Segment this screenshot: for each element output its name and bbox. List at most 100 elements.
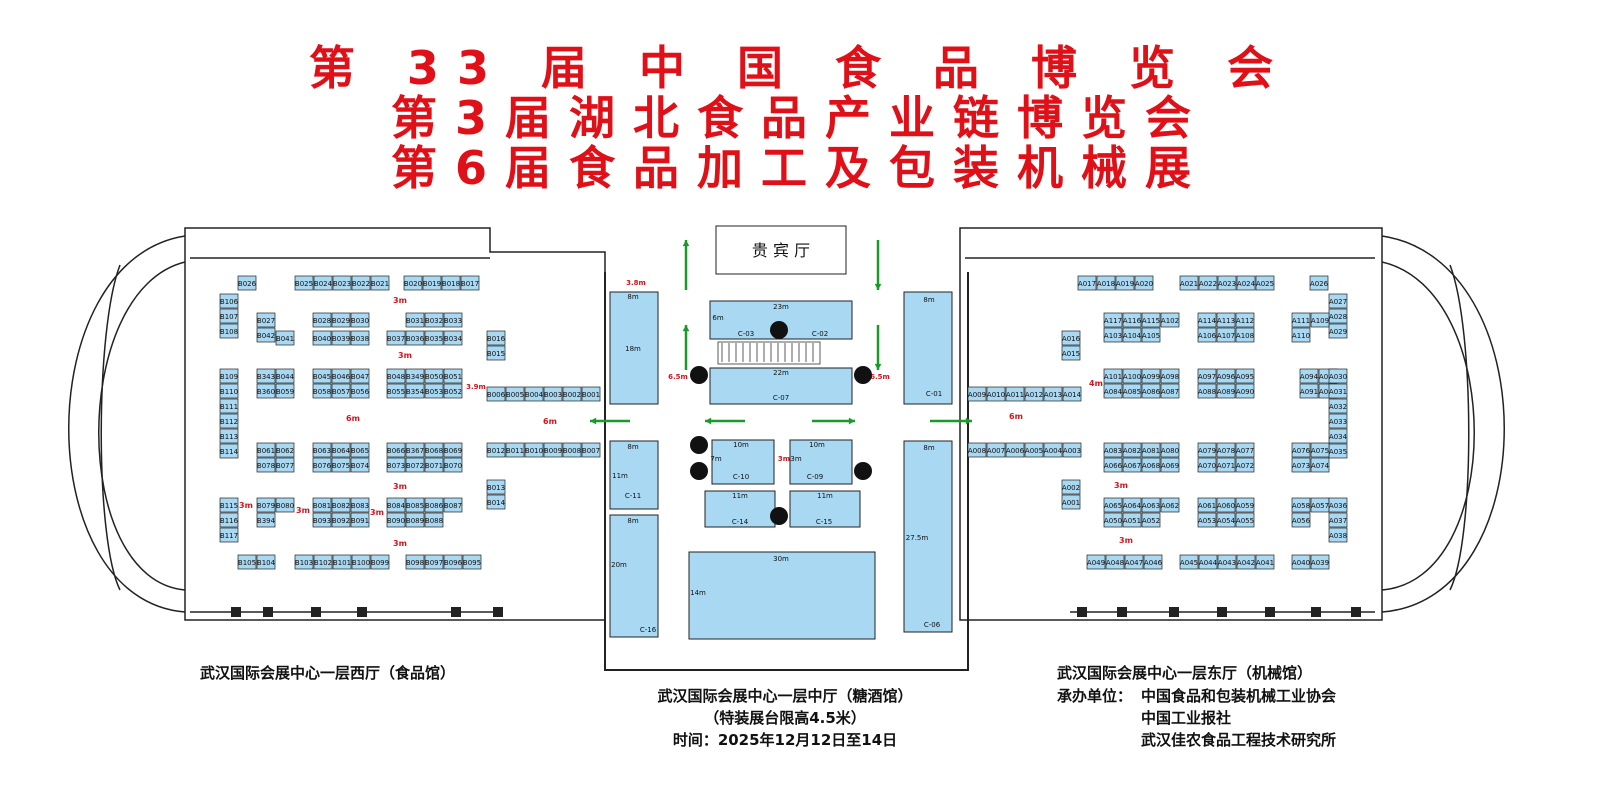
booth-rect — [350, 457, 370, 473]
booth-label: A050 — [1104, 517, 1122, 525]
booth-label: B025 — [295, 280, 313, 288]
booth-B026: B026 — [237, 275, 257, 291]
booth-B349: B349 — [405, 368, 425, 384]
booth-label: B064 — [332, 447, 351, 455]
booth-B089: B089 — [405, 512, 425, 528]
booth-A022: A022 — [1198, 275, 1218, 291]
booth-label: A065 — [1104, 502, 1122, 510]
booth-B016: B016 — [486, 330, 506, 346]
booth-rect — [1134, 275, 1154, 291]
booth-rect — [443, 368, 463, 384]
booth-A099: A099 — [1141, 368, 1161, 384]
flow-arrow — [682, 240, 690, 290]
booth-label: B028 — [313, 317, 331, 325]
special-booth — [709, 300, 853, 340]
booth-rect — [332, 275, 352, 291]
booth-label: B072 — [406, 462, 424, 470]
column — [1169, 607, 1179, 617]
booth-rect — [1310, 457, 1330, 473]
booth-rect — [443, 442, 463, 458]
booth-rect — [370, 275, 390, 291]
booth-label: A023 — [1218, 280, 1236, 288]
booth-label: A095 — [1236, 373, 1254, 381]
booth-label: A112 — [1236, 317, 1254, 325]
booth-label: A012 — [1025, 391, 1043, 399]
booth-rect — [331, 330, 351, 346]
booth-A064: A064 — [1122, 497, 1142, 513]
booth-B031: B031 — [405, 312, 425, 328]
booth-rect — [351, 554, 371, 570]
booth-rect — [562, 386, 582, 402]
booth-label: A007 — [987, 447, 1005, 455]
booth-label: B070 — [444, 462, 462, 470]
booth-rect — [1236, 554, 1256, 570]
booth-label: A037 — [1329, 517, 1347, 525]
booth-A054: A054 — [1216, 512, 1236, 528]
booth-label: B117 — [220, 532, 238, 540]
booth-label: B109 — [220, 373, 238, 381]
booth-label: A080 — [1161, 447, 1179, 455]
flow-arrow — [705, 417, 745, 425]
booth-label: B106 — [220, 298, 239, 306]
booth-label: A086 — [1142, 388, 1161, 396]
dim-label: 3m — [1119, 536, 1133, 545]
booth-label: B073 — [387, 462, 405, 470]
booth-A004: A004 — [1043, 442, 1063, 458]
booth-rect — [219, 368, 239, 384]
booth-rect — [405, 554, 425, 570]
booth-B087: B087 — [443, 497, 463, 513]
booth-A076: A076 — [1291, 442, 1311, 458]
booth-rect — [1291, 554, 1311, 570]
booth-rect — [331, 512, 351, 528]
booth-A116: A116 — [1122, 312, 1142, 328]
booth-A035: A035 — [1328, 443, 1348, 459]
booth-rect — [1291, 442, 1311, 458]
booth-rect — [1043, 442, 1063, 458]
booth-A057: A057 — [1310, 497, 1330, 513]
booth-label: A089 — [1217, 388, 1235, 396]
booth-rect — [1235, 312, 1255, 328]
booth-B012: B012 — [486, 442, 506, 458]
booth-label: A035 — [1329, 448, 1347, 456]
middle-label: C-14 — [732, 518, 749, 526]
booth-label: A092 — [1319, 388, 1337, 396]
booth-label: A102 — [1161, 317, 1179, 325]
booth-label: A016 — [1062, 335, 1081, 343]
booth-label: B394 — [257, 517, 276, 525]
booth-label: A026 — [1310, 280, 1329, 288]
booth-rect — [1103, 327, 1123, 343]
booth-rect — [1216, 312, 1236, 328]
column — [231, 607, 241, 617]
booth-label: B030 — [351, 317, 369, 325]
booth-B014: B014 — [486, 494, 506, 510]
booth-label: A015 — [1062, 350, 1080, 358]
booth-A072: A072 — [1235, 457, 1255, 473]
booth-rect — [1198, 554, 1218, 570]
booth-B030: B030 — [350, 312, 370, 328]
flow-arrow — [812, 417, 855, 425]
booth-A052: A052 — [1141, 512, 1161, 528]
flow-arrow — [874, 325, 882, 370]
booth-label: A031 — [1329, 388, 1347, 396]
booth-B098: B098 — [405, 554, 425, 570]
booth-rect — [331, 442, 351, 458]
booth-B056: B056 — [350, 383, 370, 399]
booth-label: B053 — [425, 388, 443, 396]
booth-A051: A051 — [1122, 512, 1142, 528]
booth-rect — [1235, 442, 1255, 458]
middle-label: 8m — [627, 293, 638, 301]
booth-label: B057 — [332, 388, 350, 396]
booth-rect — [405, 457, 425, 473]
booth-label: B095 — [463, 559, 481, 567]
booth-label: B102 — [314, 559, 332, 567]
booth-label: A021 — [1180, 280, 1198, 288]
column — [357, 607, 367, 617]
booth-label: A061 — [1198, 502, 1216, 510]
booth-B116: B116 — [219, 512, 239, 528]
booth-A080: A080 — [1160, 442, 1180, 458]
booth-label: A101 — [1104, 373, 1122, 381]
middle-label: C-15 — [816, 518, 832, 526]
booth-rect — [1197, 442, 1217, 458]
dim-label: 6m — [346, 414, 360, 423]
booth-label: B110 — [220, 388, 238, 396]
